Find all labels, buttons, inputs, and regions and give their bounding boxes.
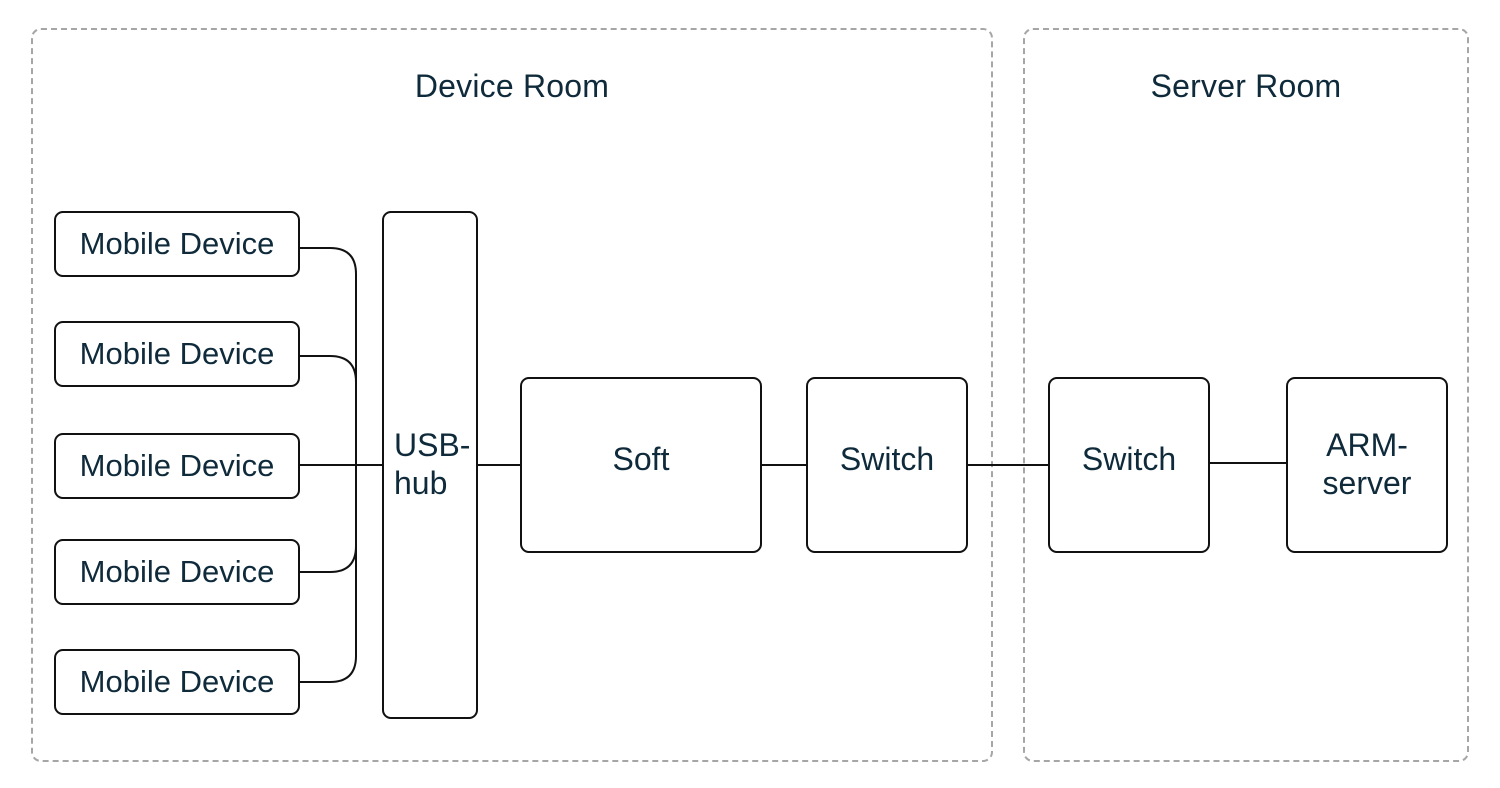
soft-label: Soft [612,441,670,477]
arm-server-label: ARM- server [1323,426,1412,502]
arm-server-label-line-1: ARM- [1326,427,1408,463]
mobile-device-label: Mobile Device [79,448,275,483]
wire-mobile-device-4 [299,545,357,573]
switch-label: Switch [1081,441,1177,477]
usb-hub[interactable]: USB- hub [382,211,478,719]
device-room: Device Room [31,28,993,762]
switch-server-room[interactable]: Switch [1048,377,1210,553]
wire-mobile-device-5 [299,490,357,683]
mobile-device-2[interactable]: Mobile Device [54,321,300,387]
usb-hub-label-line-2: hub [394,465,448,501]
arm-server-label-line-2: server [1322,465,1412,501]
arm-server[interactable]: ARM- server [1286,377,1448,553]
soft-node[interactable]: Soft [520,377,762,553]
mobile-device-5[interactable]: Mobile Device [54,649,300,715]
server-room-title: Server Room [1150,68,1342,104]
device-room-title: Device Room [414,68,610,104]
switch-device-room[interactable]: Switch [806,377,968,553]
usb-hub-label: USB- hub [394,426,470,502]
mobile-device-label: Mobile Device [79,664,275,699]
mobile-device-label: Mobile Device [79,336,275,371]
mobile-device-label: Mobile Device [79,554,275,589]
mobile-device-label: Mobile Device [79,226,275,261]
server-room: Server Room [1023,28,1469,762]
wire-mobile-device-1 [299,247,357,440]
usb-hub-label-line-1: USB- [394,427,471,463]
mobile-device-4[interactable]: Mobile Device [54,539,300,605]
mobile-device-1[interactable]: Mobile Device [54,211,300,277]
mobile-device-3[interactable]: Mobile Device [54,433,300,499]
switch-label: Switch [839,441,935,477]
wire-mobile-device-2 [299,355,357,383]
